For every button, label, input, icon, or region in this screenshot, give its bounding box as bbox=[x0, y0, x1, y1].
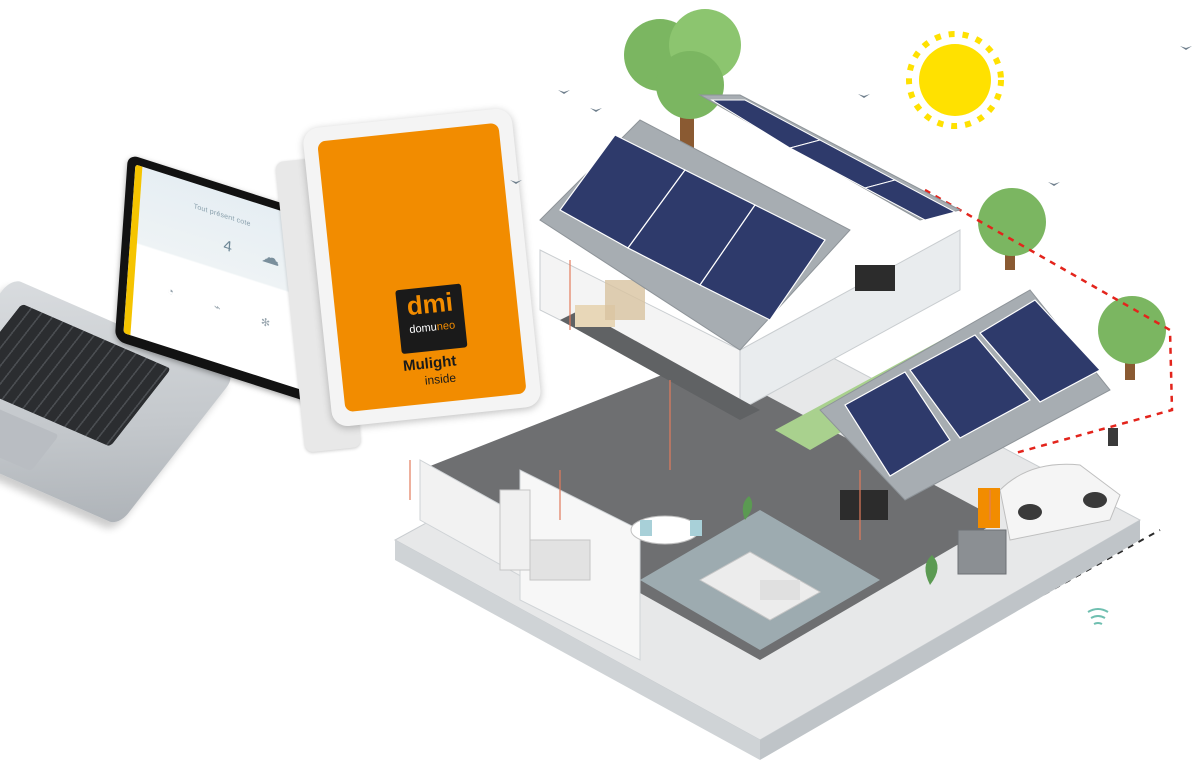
solar-panel bbox=[863, 179, 957, 221]
chair bbox=[640, 520, 652, 536]
solar-panel bbox=[844, 371, 951, 477]
tree-icon bbox=[978, 188, 1046, 270]
battery-rack bbox=[957, 529, 1007, 575]
bulb-icon: ◔ bbox=[166, 284, 175, 299]
solar-panel bbox=[979, 299, 1101, 403]
dashboard-header: Tout présent cote bbox=[193, 203, 251, 229]
fan-icon: ✻ bbox=[260, 315, 271, 331]
solar-panel bbox=[710, 99, 822, 149]
tree-icon bbox=[1098, 296, 1166, 380]
inverter bbox=[978, 488, 1000, 528]
electric-car bbox=[999, 463, 1121, 541]
upper-floor bbox=[560, 310, 760, 420]
tree-icon bbox=[624, 9, 741, 150]
upstairs-tv bbox=[855, 265, 895, 291]
tv bbox=[840, 490, 888, 520]
bird-icon bbox=[558, 90, 570, 94]
sun-icon bbox=[906, 31, 1004, 129]
wifi-icon bbox=[1087, 608, 1109, 625]
solar-panel bbox=[909, 334, 1031, 439]
cloud-rain-icon: ☁ bbox=[260, 244, 281, 271]
bird-icon bbox=[1180, 46, 1192, 50]
bird-icon bbox=[510, 180, 522, 184]
dashboard-sidebar bbox=[123, 164, 143, 336]
birds bbox=[510, 46, 1192, 186]
bird-icon bbox=[858, 94, 870, 98]
carport-boundary bbox=[924, 188, 1174, 462]
bunk-bed bbox=[605, 280, 645, 320]
chair bbox=[690, 520, 702, 536]
bird-icon bbox=[1048, 182, 1060, 186]
bird-icon bbox=[590, 108, 602, 112]
wiring bbox=[409, 260, 991, 540]
ev-charger bbox=[1108, 428, 1118, 446]
kitchen-counter bbox=[529, 539, 591, 581]
solar-array-back bbox=[710, 99, 957, 221]
solar-panel bbox=[788, 139, 897, 189]
solar-panel bbox=[699, 204, 826, 321]
fridge bbox=[499, 489, 531, 571]
dashboard-temperature: 4 bbox=[222, 236, 233, 257]
plug-icon: ⌁ bbox=[213, 300, 222, 315]
solar-array-carport bbox=[844, 299, 1101, 477]
house-cutaway bbox=[393, 9, 1192, 760]
solar-array-left bbox=[559, 134, 826, 321]
plant-icon bbox=[742, 496, 938, 585]
slab-edge-left bbox=[395, 540, 760, 760]
coffee-table bbox=[760, 580, 800, 600]
slab-edge-right bbox=[760, 520, 1140, 760]
